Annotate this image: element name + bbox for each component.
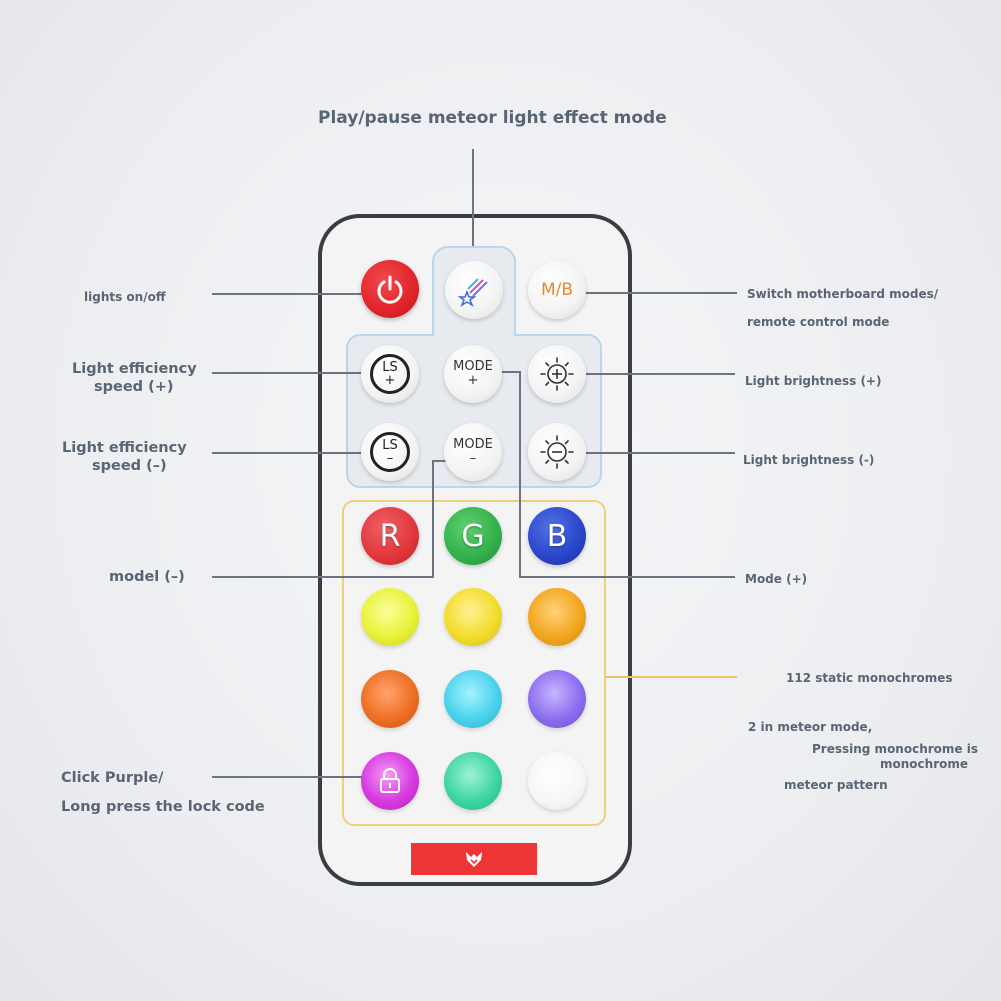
sun-minus-icon	[540, 435, 574, 469]
blue-letter: B	[546, 518, 568, 554]
speed-minus-button[interactable]: LS –	[361, 423, 419, 481]
speed-minus-ring: LS –	[370, 432, 410, 472]
click-purple-label-line1: Click Purple/	[61, 770, 164, 786]
green-button[interactable]: G	[444, 507, 502, 565]
ls-plus-text: LS	[382, 360, 398, 375]
lock-purple-button[interactable]	[361, 752, 419, 810]
power-button[interactable]	[361, 260, 419, 318]
power-icon	[377, 275, 403, 304]
leader-line-power	[212, 293, 364, 295]
color-orange-button[interactable]	[361, 670, 419, 728]
speed-plus-ring: LS +	[370, 354, 410, 394]
static-colors-label: 112 static monochromes	[786, 671, 953, 685]
leader-line-model-minus-v	[432, 460, 434, 578]
top-title-label: Play/pause meteor light effect mode	[318, 108, 667, 128]
color-amber-button[interactable]	[528, 588, 586, 646]
meteor-label-line1: 2 in meteor mode,	[748, 720, 873, 734]
brightness-plus-button[interactable]	[528, 345, 586, 403]
leader-line-mode-plus-v	[519, 371, 521, 577]
color-cyan-button[interactable]	[444, 670, 502, 728]
brightness-minus-button[interactable]	[528, 423, 586, 481]
sun-plus-icon	[540, 357, 574, 391]
red-button[interactable]: R	[361, 507, 419, 565]
mode-plus-sign: +	[467, 373, 479, 388]
ls-plus-sign: +	[384, 373, 396, 388]
leader-line-lock	[212, 776, 364, 778]
green-letter: G	[461, 518, 485, 554]
meteor-mode-button[interactable]	[445, 261, 503, 319]
meteor-label-line3: monochrome	[880, 757, 968, 771]
red-letter: R	[379, 518, 401, 554]
leader-line-model-minus-top	[432, 460, 450, 462]
speed-plus-label-line2: speed (+)	[94, 379, 174, 395]
mode-plus-button[interactable]: MODE +	[444, 345, 502, 403]
switch-mode-label-line2: remote control mode	[747, 315, 890, 329]
leader-line-speed-plus	[212, 372, 364, 374]
leader-line-mode-plus-h	[519, 576, 735, 578]
fox-logo-icon	[466, 852, 482, 867]
lights-onoff-label: lights on/off	[84, 290, 166, 304]
leader-line-brightness-plus	[584, 373, 735, 375]
color-yellow-green-button[interactable]	[361, 588, 419, 646]
color-zone	[342, 500, 606, 826]
brightness-plus-label: Light brightness (+)	[745, 374, 882, 388]
brand-bar	[411, 843, 537, 875]
speed-plus-button[interactable]: LS +	[361, 345, 419, 403]
zone-joint	[434, 330, 514, 340]
leader-line-mode-plus-top	[497, 371, 521, 373]
speed-minus-label-line1: Light efficiency	[62, 440, 187, 456]
mode-minus-sign: –	[469, 451, 477, 466]
model-minus-label: model (–)	[109, 569, 185, 585]
click-purple-label-line2: Long press the lock code	[61, 799, 265, 815]
leader-line-colors	[606, 676, 737, 678]
speed-plus-label-line1: Light efficiency	[72, 361, 197, 377]
color-white-button[interactable]	[528, 752, 586, 810]
leader-line-model-minus-h	[212, 576, 434, 578]
switch-mode-label-line1: Switch motherboard modes/	[747, 287, 939, 301]
mode-minus-text: MODE	[453, 437, 493, 453]
leader-line-mb	[582, 292, 737, 294]
mb-button[interactable]: M/B	[528, 261, 586, 319]
lock-icon	[380, 768, 400, 793]
ls-minus-sign: –	[386, 451, 394, 466]
meteor-icon	[457, 278, 488, 307]
brightness-minus-label: Light brightness (-)	[743, 453, 875, 467]
speed-minus-label-line2: speed (–)	[92, 458, 167, 474]
leader-line-speed-minus	[212, 452, 364, 454]
meteor-label-line4: meteor pattern	[784, 778, 888, 792]
color-purple-button[interactable]	[528, 670, 586, 728]
mb-label: M/B	[540, 280, 574, 300]
mode-plus-label: Mode (+)	[745, 572, 808, 586]
ls-minus-text: LS	[382, 438, 398, 453]
mode-minus-button[interactable]: MODE –	[444, 423, 502, 481]
leader-line-meteor	[472, 149, 474, 246]
blue-button[interactable]: B	[528, 507, 586, 565]
color-yellow-button[interactable]	[444, 588, 502, 646]
leader-line-brightness-minus	[584, 452, 735, 454]
meteor-label-line2: Pressing monochrome is	[812, 742, 978, 756]
mode-plus-text: MODE	[453, 359, 493, 375]
color-mint-button[interactable]	[444, 752, 502, 810]
